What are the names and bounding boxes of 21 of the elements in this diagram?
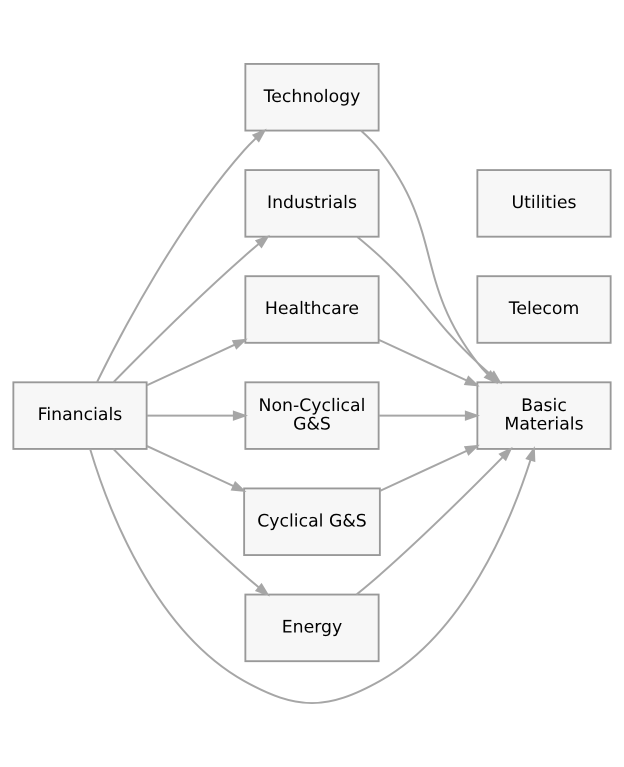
node-box: Cyclical G&S [243,488,381,556]
node-box: Healthcare [244,275,380,344]
arrow [378,339,480,386]
arrow [96,128,267,383]
node-box: Basic Materials [476,381,612,450]
node-box: Technology [244,63,380,132]
node-box: Utilities [476,169,612,238]
arrow [146,445,246,492]
arrow [147,410,248,421]
arrow [379,410,480,421]
arrow [112,234,270,383]
node-box: Telecom [476,275,612,344]
arrow [356,446,513,596]
node-box: Industrials [244,169,380,238]
arrow [146,338,248,386]
node-box: Non-Cyclical G&S [244,381,380,450]
arrow [89,446,536,704]
arrow [112,448,270,596]
node-box: Energy [244,594,380,662]
arrow [380,444,480,492]
node-box: Financials [12,381,148,450]
